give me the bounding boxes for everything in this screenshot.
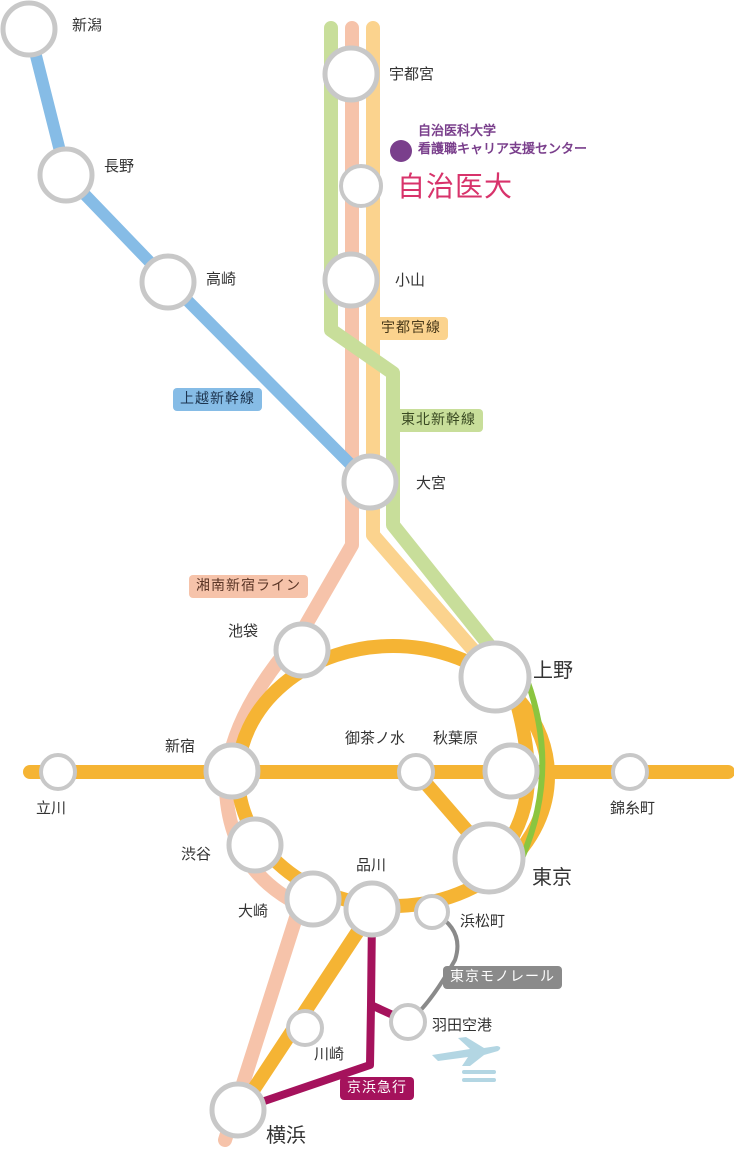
station-label-shinjuku: 新宿 — [165, 737, 196, 755]
university-station-label: 自治医大 — [397, 170, 514, 203]
station-kinshicho — [611, 753, 649, 791]
station-shibuya — [226, 816, 284, 874]
station-label-nagano: 長野 — [104, 157, 135, 175]
station-haneda — [389, 1003, 427, 1041]
station-shinagawa — [343, 880, 401, 938]
runway-mark — [462, 1070, 496, 1074]
station-ueno — [458, 640, 532, 714]
station-takasaki — [139, 253, 197, 311]
airplane-shape — [432, 1037, 501, 1066]
station-utsunomiya — [322, 45, 380, 103]
center-name-line1: 自治医科大学 — [418, 124, 497, 139]
line-tag-shonan: 湘南新宿ライン — [189, 575, 308, 599]
station-label-ikebukuro: 池袋 — [228, 622, 259, 640]
station-label-hamamatsucho: 浜松町 — [460, 912, 506, 930]
station-label-tachikawa: 立川 — [36, 799, 67, 817]
station-label-shibuya: 渋谷 — [181, 845, 212, 863]
line-tag-joetsu: 上越新幹線 — [173, 388, 262, 412]
line-tag-tohoku: 東北新幹線 — [394, 409, 483, 433]
station-akihabara — [482, 742, 540, 800]
station-tachikawa — [39, 753, 77, 791]
center-name-line2: 看護職キャリア支援センター — [418, 142, 588, 158]
station-nagano — [37, 146, 95, 204]
station-tokyo — [452, 821, 526, 895]
station-label-ueno: 上野 — [533, 658, 573, 682]
station-label-yokohama: 横浜 — [266, 1123, 306, 1147]
station-hamamatsucho — [414, 894, 450, 930]
line-tag-monorail: 東京モノレール — [443, 966, 562, 990]
center-name: 自治医科大学 看護職キャリア支援センター — [418, 123, 587, 159]
station-label-omiya: 大宮 — [416, 474, 447, 492]
station-label-osaki: 大崎 — [238, 902, 269, 920]
station-ochanomizu — [397, 753, 435, 791]
line-tag-utsunomiya: 宇都宮線 — [374, 317, 448, 341]
station-ikebukuro — [273, 621, 331, 679]
stations — [0, 0, 649, 1139]
station-jichi — [339, 164, 383, 208]
station-label-utsunomiya: 宇都宮 — [389, 65, 435, 83]
station-label-akihabara: 秋葉原 — [433, 729, 479, 747]
station-label-kinshicho: 錦糸町 — [610, 799, 656, 817]
airplane-icon — [432, 1037, 501, 1082]
station-oyama — [322, 251, 380, 309]
station-omiya — [341, 453, 399, 511]
station-osaki — [284, 870, 342, 928]
station-label-ochanomizu: 御茶ノ水 — [345, 729, 406, 747]
station-shinjuku — [203, 742, 261, 800]
station-yokohama — [209, 1081, 267, 1139]
station-niigata — [0, 0, 58, 58]
station-label-shinagawa: 品川 — [356, 856, 387, 874]
station-label-kawasaki: 川崎 — [314, 1045, 345, 1063]
line-tohoku-shinkansen — [324, 21, 512, 672]
station-label-oyama: 小山 — [395, 271, 426, 289]
runway-mark — [462, 1078, 496, 1082]
station-label-niigata: 新潟 — [72, 16, 103, 34]
station-label-takasaki: 高崎 — [206, 270, 237, 288]
station-label-haneda: 羽田空港 — [432, 1016, 493, 1034]
line-keihin-tohoku-green — [519, 677, 546, 861]
station-label-tokyo: 東京 — [532, 865, 572, 889]
line-joetsu-shinkansen — [23, 22, 372, 486]
circle-marker-icon — [390, 140, 412, 162]
station-kawasaki — [286, 1009, 324, 1047]
line-tag-keikyu: 京浜急行 — [340, 1077, 414, 1101]
